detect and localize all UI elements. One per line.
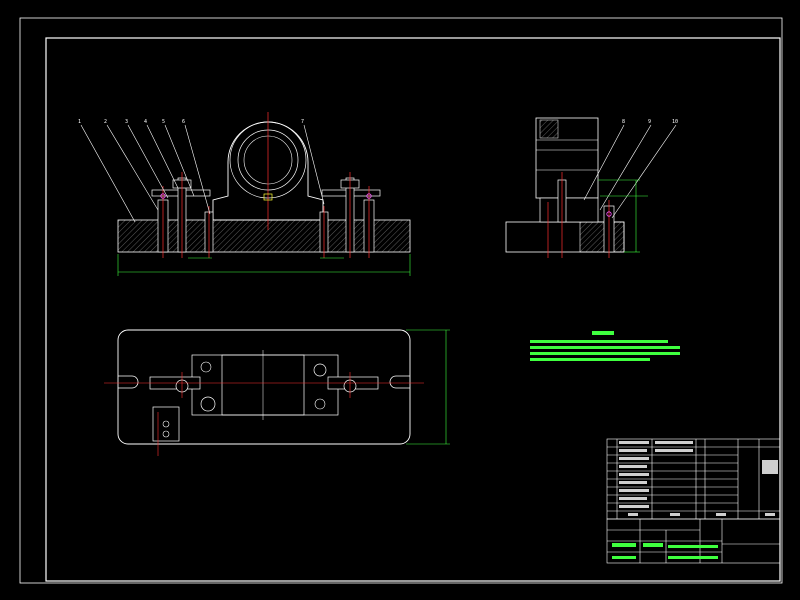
leader-line-2 xyxy=(106,124,159,211)
technical-notes xyxy=(530,331,680,361)
notes-line-3 xyxy=(530,352,680,355)
top-housing-bolt-bl xyxy=(200,396,216,412)
parts-row-6-text xyxy=(619,481,647,484)
part-label-side-9: 9 xyxy=(648,119,651,125)
top-housing-bolt-tl xyxy=(200,361,212,373)
leader-line-3 xyxy=(127,124,169,199)
top-view xyxy=(104,329,450,456)
part-label-front-6: 6 xyxy=(182,119,185,125)
parts-header-text-1 xyxy=(628,513,638,516)
part-label-front-7: 7 xyxy=(301,119,304,125)
title-block-green-marks xyxy=(612,543,718,559)
parts-row-5-text xyxy=(619,473,649,476)
sheet-outer-border xyxy=(19,17,783,584)
front-pin-marker-right xyxy=(366,193,372,199)
part-label-side-8: 8 xyxy=(622,119,625,125)
parts-header-text-4 xyxy=(765,513,775,516)
title-green-mark-5 xyxy=(612,556,636,559)
part-label-front-2: 2 xyxy=(104,119,107,125)
leader-line-4 xyxy=(146,124,179,189)
side-base-hatched xyxy=(579,221,625,253)
title-green-mark-4 xyxy=(668,556,718,559)
parts-row-1-text xyxy=(619,441,649,444)
top-housing-bolt-tr xyxy=(313,363,327,377)
leader-line-6 xyxy=(184,124,211,215)
parts-row-3-text xyxy=(619,457,649,460)
side-housing-cap xyxy=(539,119,559,139)
parts-header-text-2 xyxy=(670,513,680,516)
title-block xyxy=(606,438,781,564)
top-fixture-hole-1 xyxy=(162,420,170,428)
parts-header-text-3 xyxy=(716,513,726,516)
front-pin-marker-left xyxy=(160,193,166,199)
side-view: 8 9 10 xyxy=(505,117,678,258)
side-leader-line-9 xyxy=(599,124,652,211)
parts-row-4-text xyxy=(619,465,647,468)
title-green-mark-2 xyxy=(643,543,663,547)
housing-bolt-marker xyxy=(263,193,273,201)
part-label-front-5: 5 xyxy=(162,119,165,125)
side-leader-line-8 xyxy=(583,124,625,201)
right-slot xyxy=(389,375,410,389)
notes-line-4 xyxy=(530,358,650,361)
part-label-front-3: 3 xyxy=(125,119,128,125)
notes-line-1 xyxy=(530,340,668,343)
parts-row-1-name xyxy=(655,441,693,444)
parts-row-9-text xyxy=(619,505,649,508)
leader-line-7 xyxy=(303,124,325,205)
leader-line-1 xyxy=(80,124,136,223)
side-housing-foot xyxy=(539,197,599,223)
top-base-plate xyxy=(117,329,411,445)
side-pin-marker xyxy=(606,211,612,217)
front-view: 1 2 3 4 5 6 7 xyxy=(78,112,411,276)
part-label-side-10: 10 xyxy=(672,119,678,125)
parts-row-2-name xyxy=(655,449,693,452)
title-green-mark-1 xyxy=(612,543,636,547)
title-green-mark-3 xyxy=(668,545,718,548)
part-label-front-4: 4 xyxy=(144,119,147,125)
parts-remark-block xyxy=(762,460,778,474)
top-housing-bolt-br xyxy=(314,398,326,410)
top-fixture-hole-2 xyxy=(162,430,170,438)
leader-line-5 xyxy=(164,124,195,197)
sheet-inner-border xyxy=(45,37,781,582)
notes-line-2 xyxy=(530,346,680,349)
part-label-front-1: 1 xyxy=(78,119,81,125)
parts-row-8-text xyxy=(619,497,647,500)
notes-title-bar xyxy=(592,331,614,335)
parts-list-text-marks xyxy=(619,441,778,516)
top-fixture-block xyxy=(152,406,180,442)
parts-row-7-text xyxy=(619,489,649,492)
left-slot xyxy=(118,375,139,389)
parts-row-2-text xyxy=(619,449,647,452)
side-leader-line-10 xyxy=(611,124,677,219)
